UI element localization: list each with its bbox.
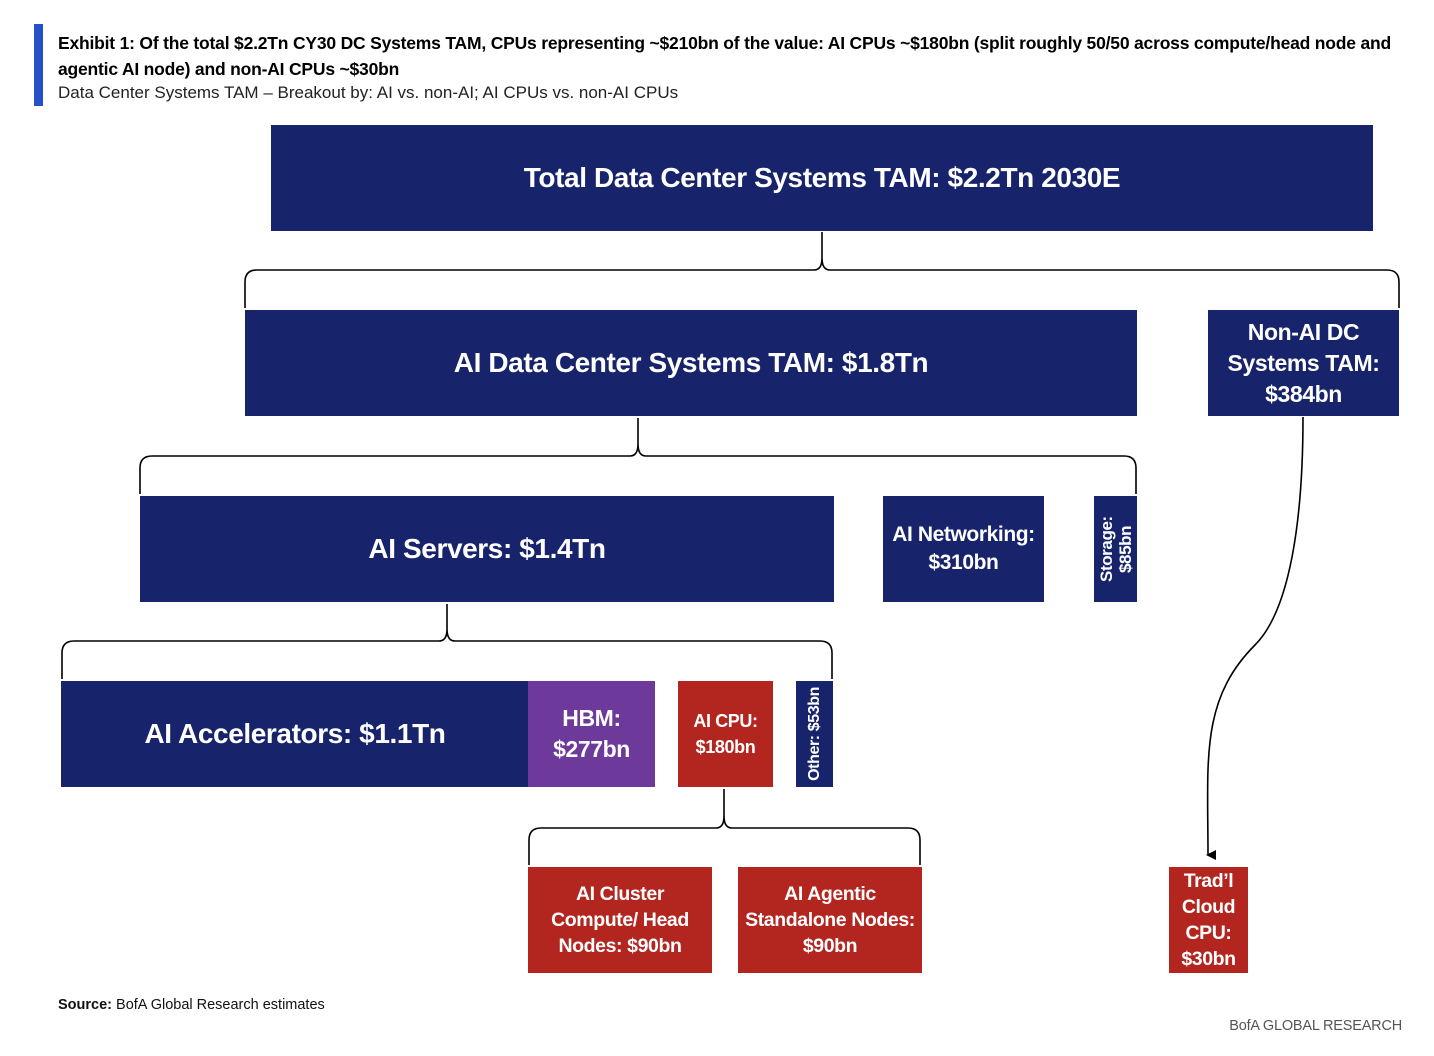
total-dc-systems-label: Total Data Center Systems TAM: $2.2Tn 20… — [523, 162, 1121, 193]
ai-servers-label: AI Servers: $1.4Tn — [368, 533, 606, 564]
exhibit-subtitle: Data Center Systems TAM – Breakout by: A… — [58, 83, 679, 102]
non-ai-dc-systems-box: Non-AI DC Systems TAM: $384bn — [1208, 310, 1399, 416]
ai-cpu-label: AI CPU: $180bn — [693, 711, 758, 757]
ai-agentic-nodes-label: AI Agentic Standalone Nodes: $90bn — [745, 883, 915, 957]
total-dc-systems-box: Total Data Center Systems TAM: $2.2Tn 20… — [271, 125, 1373, 231]
source-label: Source: — [58, 997, 112, 1013]
title-accent-bar — [34, 24, 43, 106]
storage-label: Storage: $85bn — [1096, 516, 1135, 582]
other-box: Other: $53bn — [796, 681, 833, 787]
bracket-ai-cpu — [528, 789, 921, 865]
bracket-ai-servers — [61, 604, 833, 679]
ai-networking-label: AI Networking: $310bn — [892, 523, 1035, 574]
storage-box: Storage: $85bn — [1094, 496, 1137, 602]
ai-networking-box: AI Networking: $310bn — [883, 496, 1044, 602]
trad-cloud-cpu-label: Trad’l Cloud CPU: $30bn — [1181, 870, 1236, 970]
ai-agentic-nodes-box: AI Agentic Standalone Nodes: $90bn — [738, 867, 922, 973]
trad-cloud-cpu-box: Trad’l Cloud CPU: $30bn — [1169, 867, 1248, 973]
hbm-box: HBM: $277bn — [528, 681, 655, 787]
arrow-non-ai-to-trad-cloud — [1206, 416, 1304, 860]
ai-accelerators-box: AI Accelerators: $1.1Tn — [61, 681, 529, 787]
brand-footer: BofA GLOBAL RESEARCH — [1229, 1018, 1402, 1034]
bracket-ai-dc — [139, 418, 1137, 494]
source-text: BofA Global Research estimates — [116, 997, 325, 1013]
ai-cpu-box: AI CPU: $180bn — [678, 681, 773, 787]
source-note: Source: BofA Global Research estimates — [58, 997, 325, 1013]
ai-servers-box: AI Servers: $1.4Tn — [140, 496, 834, 602]
ai-dc-systems-label: AI Data Center Systems TAM: $1.8Tn — [453, 347, 929, 378]
ai-dc-systems-box: AI Data Center Systems TAM: $1.8Tn — [245, 310, 1137, 416]
non-ai-dc-systems-label: Non-AI DC Systems TAM: $384bn — [1227, 318, 1380, 407]
ai-accelerators-label: AI Accelerators: $1.1Tn — [144, 718, 446, 749]
hbm-label: HBM: $277bn — [553, 705, 630, 762]
other-label: Other: $53bn — [805, 687, 823, 781]
ai-cluster-compute-label: AI Cluster Compute/ Head Nodes: $90bn — [551, 883, 689, 957]
ai-cluster-compute-box: AI Cluster Compute/ Head Nodes: $90bn — [528, 867, 712, 973]
exhibit-title: Exhibit 1: Of the total $2.2Tn CY30 DC S… — [58, 33, 1391, 79]
bracket-total — [244, 232, 1400, 308]
